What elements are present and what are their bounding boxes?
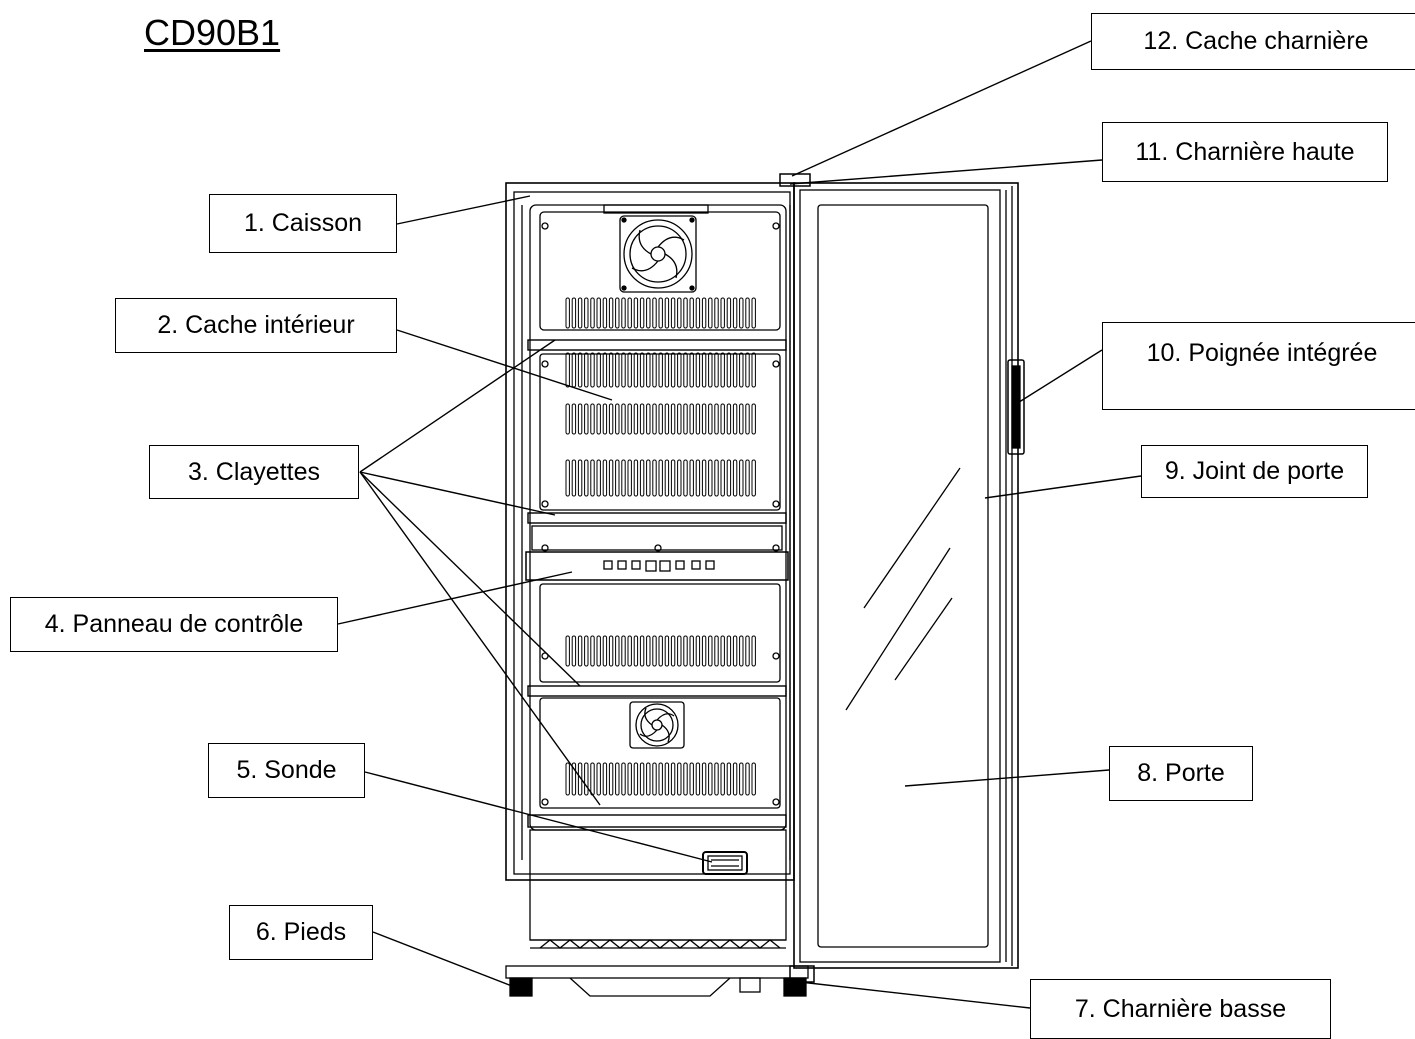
callout-panneau-controle: 4. Panneau de contrôle <box>10 597 338 652</box>
top-fan-icon <box>619 215 697 293</box>
callout-pieds: 6. Pieds <box>229 905 373 960</box>
callout-cache-charniere: 12. Cache charnière <box>1091 13 1415 70</box>
bottom-fan-icon <box>629 701 685 749</box>
shelf <box>527 814 787 828</box>
callout-porte: 8. Porte <box>1109 746 1253 801</box>
shelf <box>527 685 787 697</box>
integrated-handle <box>1007 359 1025 455</box>
callout-joint-porte: 9. Joint de porte <box>1141 445 1368 498</box>
vent-slots <box>565 297 756 796</box>
bottom-rail <box>530 939 786 949</box>
leader-lines <box>337 40 1142 1009</box>
callout-charniere-basse: 7. Charnière basse <box>1030 979 1331 1039</box>
callout-charniere-haute: 11. Charnière haute <box>1102 122 1388 182</box>
callout-poignee: 10. Poignée intégrée <box>1102 322 1415 410</box>
callout-sonde: 5. Sonde <box>208 743 365 798</box>
model-title: CD90B1 <box>144 12 281 53</box>
shelf <box>527 512 787 524</box>
callout-caisson: 1. Caisson <box>209 194 397 253</box>
feet <box>505 965 809 997</box>
shelf <box>527 339 787 351</box>
callout-clayettes: 3. Clayettes <box>149 445 359 499</box>
callout-cache-interieur: 2. Cache intérieur <box>115 298 397 353</box>
glass-door <box>793 182 1019 969</box>
probe-sensor <box>702 851 748 875</box>
control-panel <box>525 525 789 581</box>
